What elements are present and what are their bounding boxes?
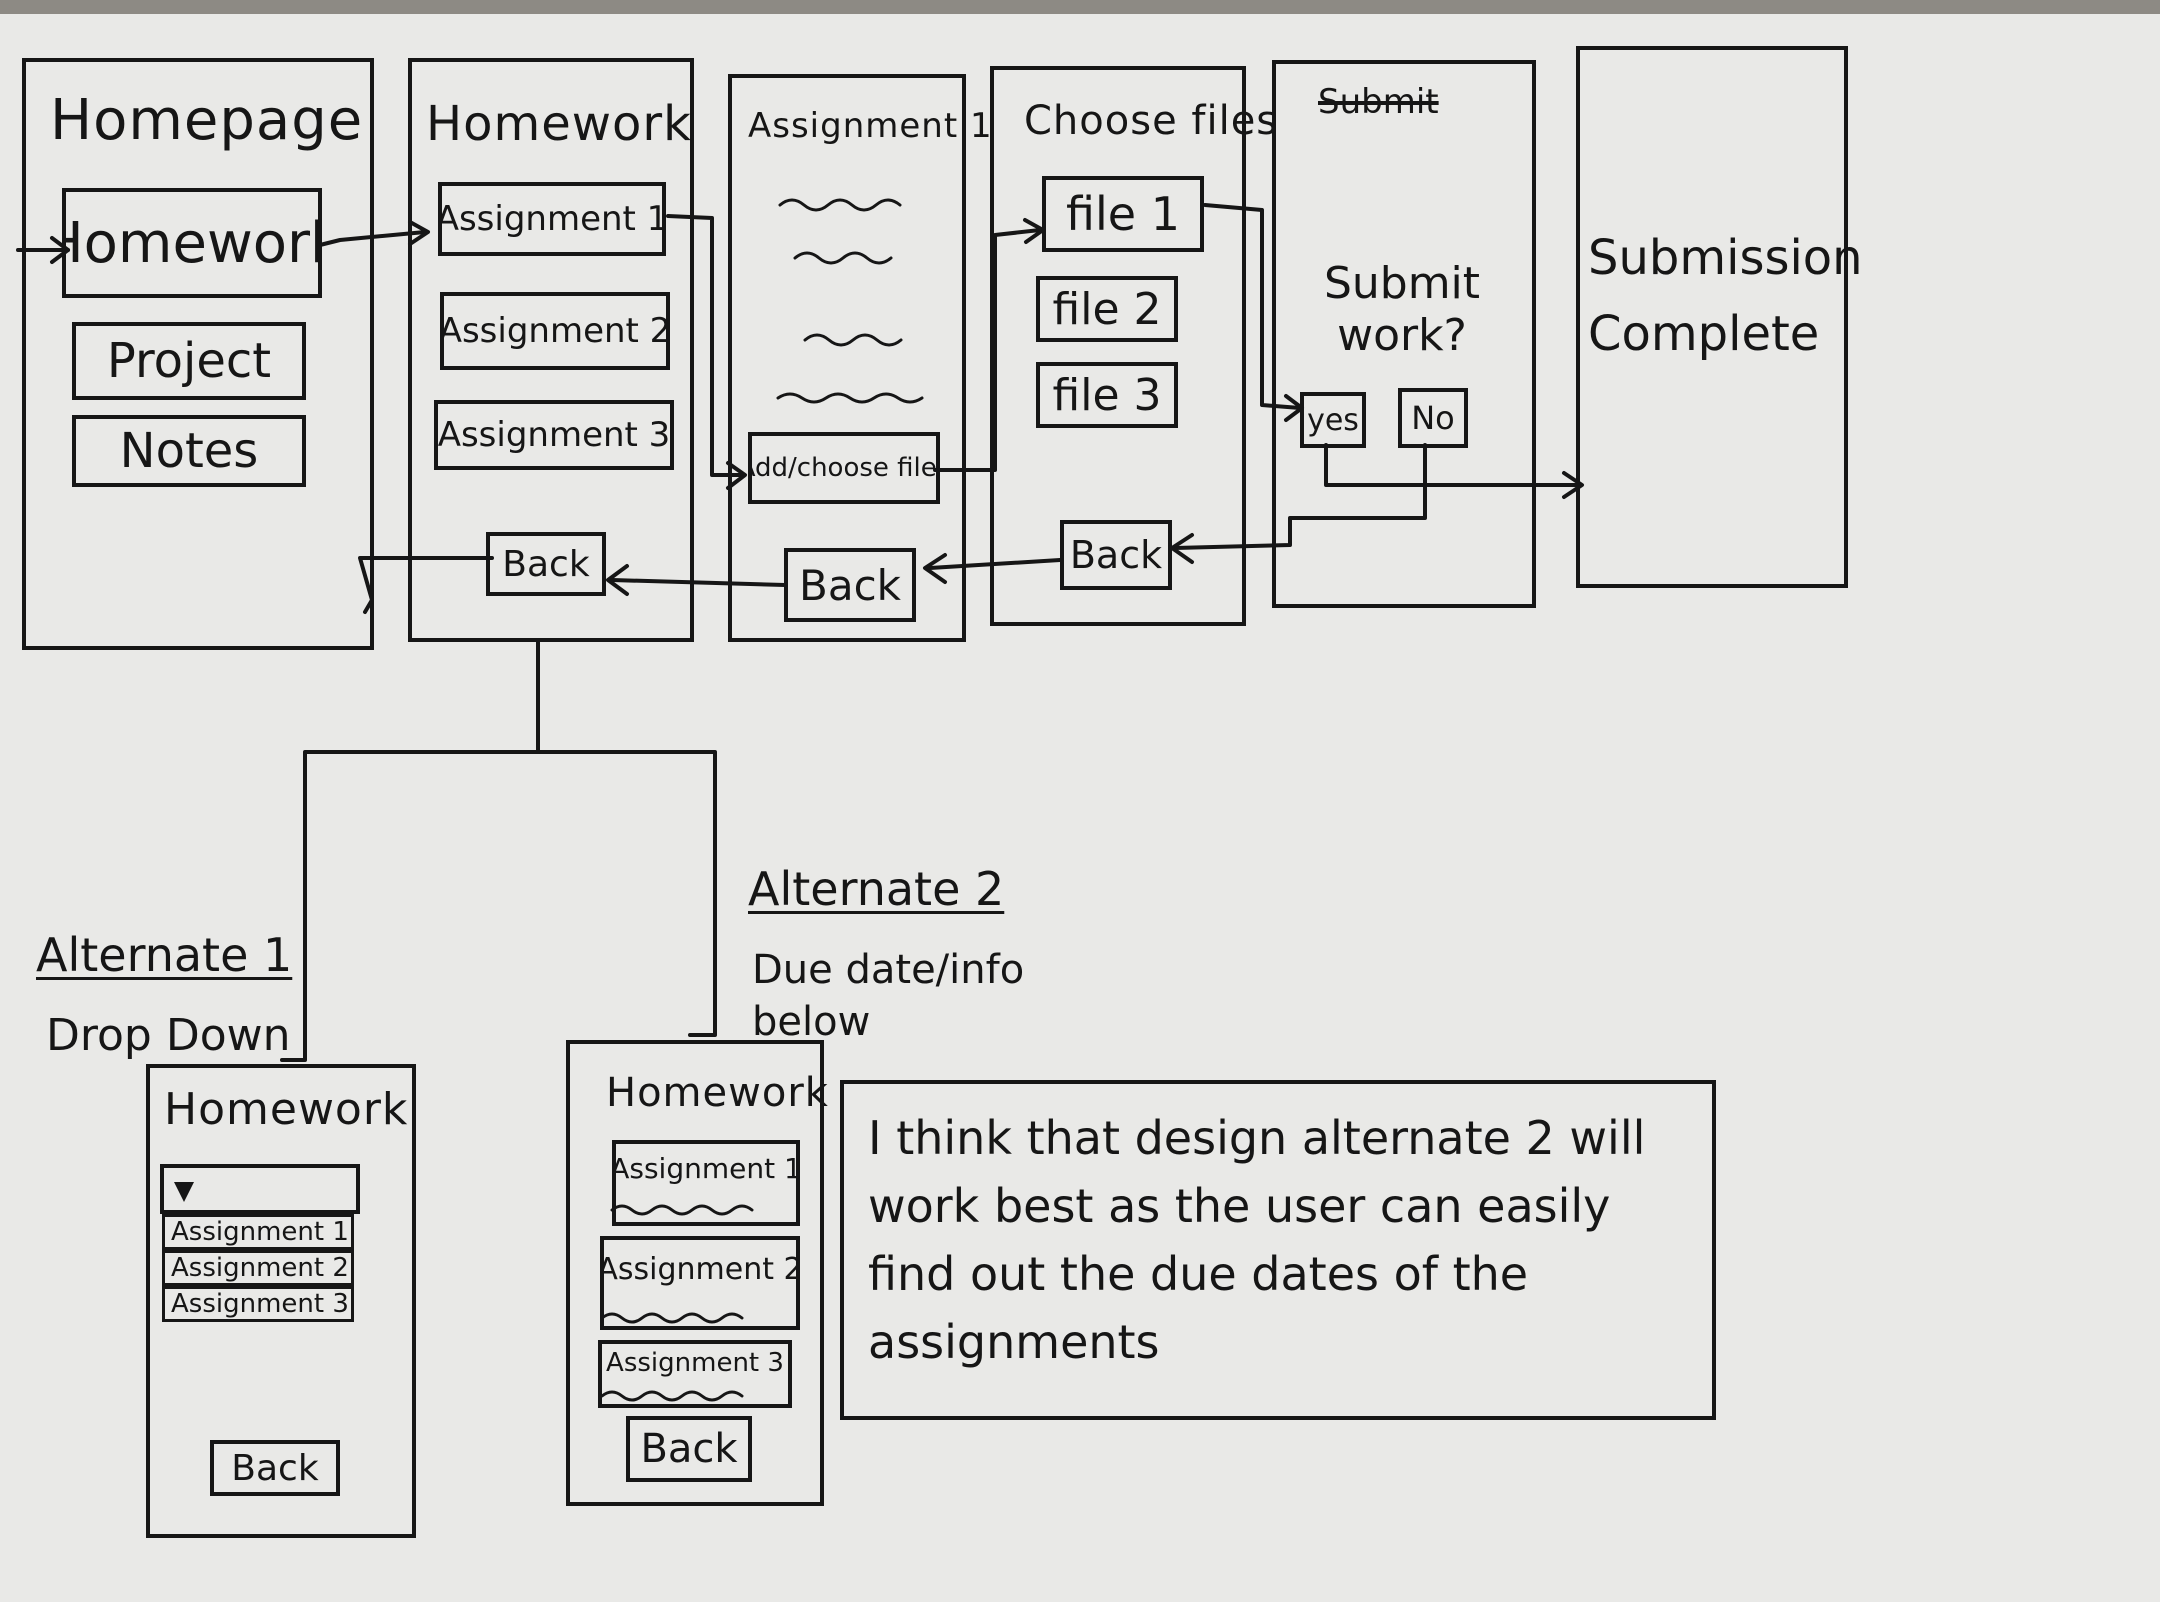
alternate-2-heading: Alternate 2 xyxy=(748,862,1005,916)
homework-back-button[interactable]: Back xyxy=(486,532,606,596)
alternate-1-title: Homework xyxy=(164,1084,409,1135)
file-3-button[interactable]: file 3 xyxy=(1036,362,1178,428)
paper-top-edge xyxy=(0,0,2160,14)
submission-complete-screen xyxy=(1576,46,1848,588)
dropdown-option-assignment-1[interactable]: Assignment 1 xyxy=(162,1214,354,1250)
alternate-1-screen xyxy=(146,1064,416,1538)
project-button[interactable]: Project xyxy=(72,322,306,400)
choose-files-title: Choose files xyxy=(1024,98,1279,144)
alternate-2-screen xyxy=(566,1040,824,1506)
choose-files-back-button[interactable]: Back xyxy=(1060,520,1172,590)
alternate-2-assignment-2-card[interactable]: Assignment 2 xyxy=(600,1236,800,1330)
alternate-2-title: Homework xyxy=(606,1070,829,1116)
alternate-2-back-button[interactable]: Back xyxy=(626,1416,752,1482)
dropdown-arrow-icon xyxy=(174,1182,194,1202)
assignment-back-button[interactable]: Back xyxy=(784,548,916,622)
add-choose-files-button[interactable]: Add/choose files xyxy=(748,432,940,504)
file-2-button[interactable]: file 2 xyxy=(1036,276,1178,342)
alternate-1-subheading: Drop Down xyxy=(46,1010,291,1061)
no-button[interactable]: No xyxy=(1398,388,1468,448)
assignment-title: Assignment 1 xyxy=(748,106,993,146)
assignment-2-button[interactable]: Assignment 2 xyxy=(440,292,670,370)
dropdown-option-assignment-3[interactable]: Assignment 3 xyxy=(162,1286,354,1322)
alternate-2-assignment-3-card[interactable]: Assignment 3 xyxy=(598,1340,792,1408)
design-comment: I think that design alternate 2 will wor… xyxy=(840,1080,1716,1420)
notes-button[interactable]: Notes xyxy=(72,415,306,487)
alternate-2-assignment-1-card[interactable]: Assignment 1 xyxy=(612,1140,800,1226)
choose-files-screen xyxy=(990,66,1246,626)
yes-button[interactable]: yes xyxy=(1300,392,1366,448)
dropdown-options: Assignment 1 Assignment 2 Assignment 3 xyxy=(162,1214,354,1322)
assignment-1-button[interactable]: Assignment 1 xyxy=(438,182,666,256)
submit-question: Submit work? xyxy=(1323,258,1481,361)
assignment-dropdown[interactable] xyxy=(160,1164,360,1214)
alternate-1-back-button[interactable]: Back xyxy=(210,1440,340,1496)
homework-title: Homework xyxy=(426,96,692,152)
assignment-3-button[interactable]: Assignment 3 xyxy=(434,400,674,470)
scribbled-title: Submit xyxy=(1318,82,1439,122)
homework-button[interactable]: Homework xyxy=(62,188,322,298)
submission-complete-text: Submission Complete xyxy=(1588,230,1863,362)
assignment-screen xyxy=(728,74,966,642)
alternate-2-subheading: Due date/info below xyxy=(752,947,1025,1045)
submit-screen xyxy=(1272,60,1536,608)
file-1-button[interactable]: file 1 xyxy=(1042,176,1204,252)
alternate-1-heading: Alternate 1 xyxy=(36,928,293,982)
homework-screen xyxy=(408,58,694,642)
homepage-title: Homepage xyxy=(50,88,364,153)
dropdown-option-assignment-2[interactable]: Assignment 2 xyxy=(162,1250,354,1286)
homepage-screen xyxy=(22,58,374,650)
